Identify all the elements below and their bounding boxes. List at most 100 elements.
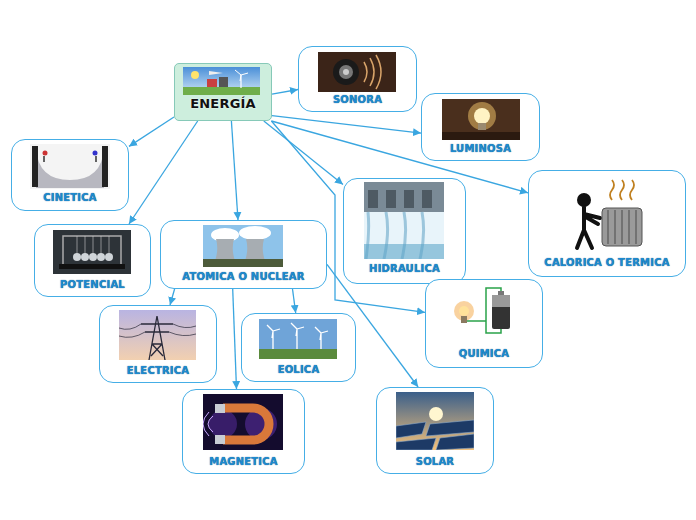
connector-arrow bbox=[272, 90, 298, 95]
topic-box: HIDRAULICA bbox=[343, 178, 466, 284]
illustration-part bbox=[610, 180, 634, 200]
heater-picture bbox=[568, 174, 646, 252]
illustration-part bbox=[30, 144, 110, 189]
magnet-picture bbox=[203, 394, 283, 450]
speaker-picture bbox=[318, 52, 396, 92]
illustration-part bbox=[467, 320, 486, 322]
illustration-part bbox=[97, 253, 105, 261]
illustration-part bbox=[442, 99, 520, 140]
illustration-part bbox=[259, 319, 337, 359]
illustration-part bbox=[36, 148, 104, 188]
topic-label: POTENCIAL bbox=[60, 278, 125, 291]
illustration-part bbox=[486, 288, 501, 333]
illustration-part bbox=[339, 65, 353, 79]
connector-arrow bbox=[293, 289, 296, 313]
illustration-part bbox=[119, 310, 196, 360]
illustration-part bbox=[203, 225, 283, 267]
topic-box: SOLAR bbox=[376, 387, 494, 474]
illustration-part bbox=[105, 253, 113, 261]
illustration-part bbox=[59, 264, 125, 269]
halfpipe-picture bbox=[30, 144, 110, 189]
topic-box: SONORA bbox=[298, 46, 417, 112]
illustration-part bbox=[207, 79, 217, 87]
connector-arrow bbox=[272, 116, 421, 133]
illustration-part bbox=[44, 156, 96, 162]
topic-label: MAGNETICA bbox=[209, 455, 278, 468]
pylon-picture bbox=[119, 310, 196, 360]
central-label: ENERGÍA bbox=[190, 96, 256, 112]
illustration-part bbox=[102, 146, 108, 187]
connector-arrow bbox=[129, 121, 198, 224]
illustration-part bbox=[203, 259, 283, 267]
illustration-part bbox=[215, 435, 225, 444]
illustration-part bbox=[364, 244, 444, 259]
illustration-part bbox=[459, 306, 469, 316]
illustration-part bbox=[42, 150, 47, 155]
illustration-part bbox=[219, 77, 228, 87]
illustration-part bbox=[209, 410, 237, 438]
illustration-part bbox=[267, 323, 328, 349]
connector-arrow bbox=[233, 289, 237, 389]
illustration-part bbox=[63, 236, 121, 264]
illustration-part bbox=[81, 253, 89, 261]
illustration-part bbox=[602, 208, 642, 246]
solar-panel-picture bbox=[396, 392, 474, 450]
illustration-part bbox=[245, 239, 265, 261]
illustration-part bbox=[191, 71, 199, 79]
illustration-part bbox=[53, 230, 131, 274]
illustration-part bbox=[73, 253, 81, 261]
illustration-part bbox=[364, 182, 444, 259]
illustration-part bbox=[318, 52, 396, 92]
nuclear-plant-picture bbox=[203, 225, 283, 267]
illustration-part bbox=[239, 226, 271, 240]
topic-box: POTENCIAL bbox=[34, 224, 151, 297]
illustration-part bbox=[209, 71, 223, 75]
illustration-part bbox=[468, 102, 496, 130]
windfarm-picture bbox=[259, 319, 337, 359]
illustration-part bbox=[404, 190, 414, 208]
illustration-part bbox=[608, 210, 636, 244]
topic-box: CINETICA bbox=[11, 139, 129, 211]
illustration-part bbox=[442, 132, 520, 140]
illustration-part bbox=[577, 193, 591, 207]
illustration-part bbox=[141, 316, 173, 360]
topic-label: SOLAR bbox=[416, 455, 455, 468]
cradle-picture bbox=[53, 230, 131, 274]
topic-label: ELECTRICA bbox=[127, 364, 190, 377]
illustration-part bbox=[396, 420, 474, 450]
topic-label: ATOMICA O NUCLEAR bbox=[182, 270, 304, 283]
illustration-part bbox=[474, 108, 490, 124]
illustration-part bbox=[119, 324, 196, 337]
connector-arrow bbox=[170, 289, 175, 305]
dam-picture bbox=[364, 182, 444, 259]
illustration-part bbox=[333, 59, 359, 85]
illustration-part bbox=[215, 239, 235, 261]
illustration-part bbox=[183, 87, 260, 95]
illustration-part bbox=[215, 404, 225, 413]
illustration-part bbox=[183, 67, 260, 95]
topic-box: MAGNETICA bbox=[182, 389, 305, 474]
topic-box: ATOMICA O NUCLEAR bbox=[160, 220, 327, 289]
topic-label: QUIMICA bbox=[459, 347, 510, 360]
illustration-part bbox=[492, 295, 510, 329]
topic-box: CALORICA O TERMICA bbox=[528, 170, 686, 277]
energy-picture bbox=[183, 67, 260, 95]
topic-label: CALORICA O TERMICA bbox=[544, 256, 669, 269]
illustration-part bbox=[364, 182, 444, 212]
topic-label: LUMINOSA bbox=[450, 142, 511, 155]
illustration-part bbox=[89, 253, 97, 261]
illustration-part bbox=[343, 69, 349, 75]
illustration-part bbox=[577, 207, 600, 248]
connector-arrow bbox=[231, 121, 238, 220]
illustration-part bbox=[422, 190, 432, 208]
topic-box: ELECTRICA bbox=[99, 305, 217, 383]
illustration-part bbox=[429, 407, 443, 421]
illustration-part bbox=[364, 55, 381, 89]
illustration-part bbox=[259, 349, 337, 359]
illustration-part bbox=[203, 412, 213, 436]
illustration-part bbox=[368, 190, 378, 208]
central-topic: ENERGÍA bbox=[174, 63, 272, 121]
illustration-part bbox=[492, 295, 510, 307]
topic-label: HIDRAULICA bbox=[369, 262, 440, 275]
